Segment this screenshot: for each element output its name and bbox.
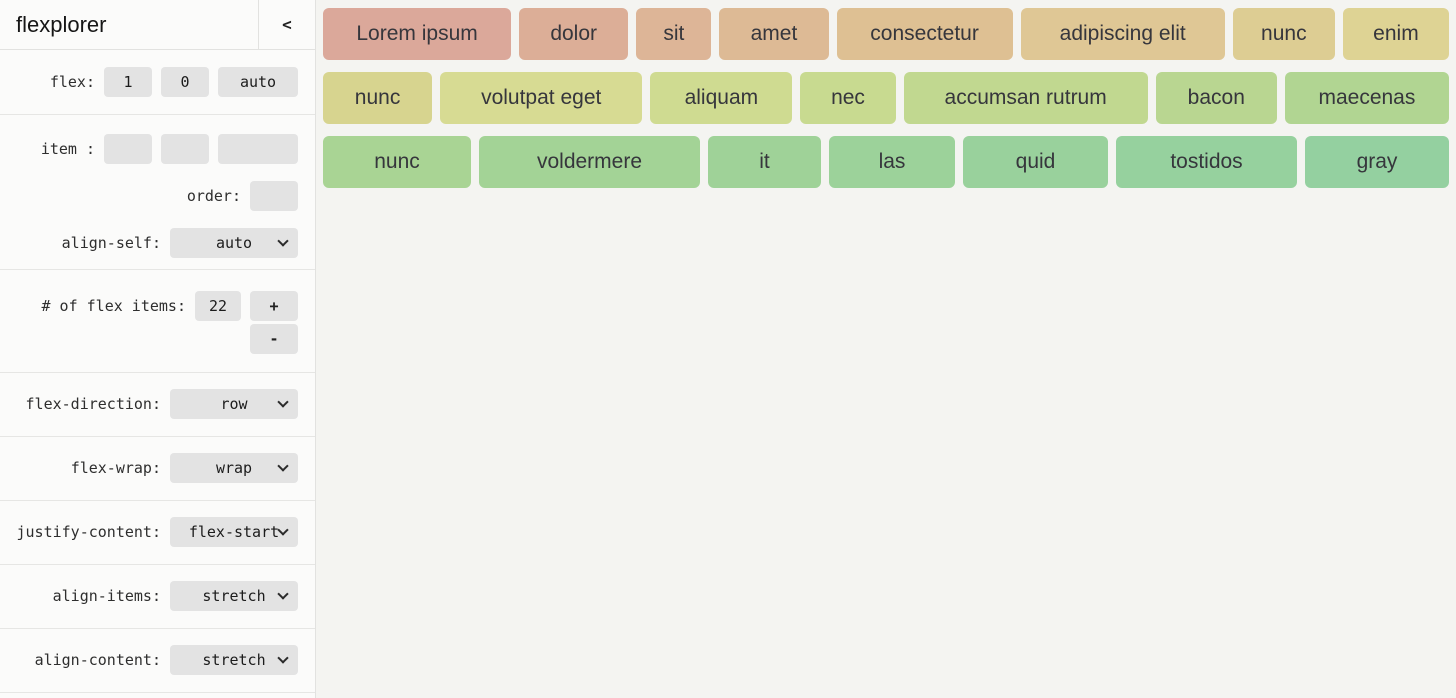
align-items-label: align-items: — [52, 587, 161, 605]
justify-content-value: flex-start — [188, 523, 280, 541]
align-content-select[interactable]: stretch — [170, 645, 298, 675]
flex-item[interactable]: voldermere — [479, 136, 700, 188]
flex-direction-value: row — [220, 395, 248, 413]
flex-item[interactable]: las — [829, 136, 955, 188]
flex-wrap-label: flex-wrap: — [70, 459, 161, 477]
align-self-label: align-self: — [61, 234, 161, 252]
flex-item[interactable]: aliquam — [650, 72, 793, 124]
align-self-value: auto — [215, 234, 253, 252]
flex-item[interactable]: nunc — [323, 136, 471, 188]
item-flex-grow-input[interactable] — [104, 134, 152, 164]
justify-content-label: justify-content: — [16, 523, 162, 541]
sidebar: flexplorer < flex: item : order: — [0, 0, 316, 698]
align-content-value: stretch — [202, 651, 266, 669]
flex-basis-input[interactable] — [218, 67, 298, 97]
order-label: order: — [186, 187, 241, 205]
chevron-down-icon — [277, 588, 289, 600]
flex-item[interactable]: consectetur — [836, 8, 1013, 60]
align-content-label: align-content: — [34, 651, 161, 669]
flex-section: flex: — [0, 50, 315, 115]
flex-direction-select[interactable]: row — [170, 389, 298, 419]
align-content-section: align-content: stretch — [0, 629, 315, 693]
chevron-down-icon — [277, 396, 289, 408]
flex-item[interactable]: volutpat eget — [440, 72, 643, 124]
flex-item[interactable]: adipiscing elit — [1020, 8, 1225, 60]
add-item-button[interactable]: + — [250, 291, 298, 321]
chevron-down-icon — [277, 235, 289, 247]
justify-content-select[interactable]: flex-start — [170, 517, 298, 547]
flex-item[interactable]: enim — [1342, 8, 1449, 60]
item-count-section: # of flex items: + - — [0, 270, 315, 373]
flex-label: flex: — [49, 73, 95, 91]
flex-item[interactable]: nunc — [1232, 8, 1335, 60]
align-items-select[interactable]: stretch — [170, 581, 298, 611]
flex-wrap-value: wrap — [215, 459, 253, 477]
flex-item[interactable]: bacon — [1155, 72, 1277, 124]
chevron-down-icon — [277, 460, 289, 472]
flex-item[interactable]: maecenas — [1284, 72, 1449, 124]
item-flex-shrink-input[interactable] — [161, 134, 209, 164]
justify-content-section: justify-content: flex-start — [0, 501, 315, 565]
flex-item[interactable]: tostidos — [1116, 136, 1297, 188]
flex-wrap-select[interactable]: wrap — [170, 453, 298, 483]
flex-item[interactable]: dolor — [519, 8, 629, 60]
flex-item[interactable]: nec — [800, 72, 896, 124]
sidebar-collapse-button[interactable]: < — [258, 0, 315, 49]
app-title: flexplorer — [16, 11, 107, 37]
flex-item[interactable]: it — [708, 136, 821, 188]
flex-item[interactable]: Lorem ipsum — [323, 8, 512, 60]
order-input[interactable] — [250, 181, 298, 211]
align-items-section: align-items: stretch — [0, 565, 315, 629]
align-self-select[interactable]: auto — [170, 228, 298, 258]
item-section: item : order: align-self: auto — [0, 115, 315, 270]
sidebar-header: flexplorer < — [0, 0, 315, 50]
flex-direction-label: flex-direction: — [25, 395, 161, 413]
item-count-input[interactable] — [195, 291, 241, 321]
flex-grow-input[interactable] — [104, 67, 152, 97]
flex-item[interactable]: accumsan rutrum — [903, 72, 1148, 124]
flex-direction-section: flex-direction: row — [0, 373, 315, 437]
flex-item[interactable]: quid — [963, 136, 1108, 188]
flex-wrap-section: flex-wrap: wrap — [0, 437, 315, 501]
flex-item[interactable]: gray — [1305, 136, 1449, 188]
flex-item[interactable]: nunc — [323, 72, 433, 124]
flex-item[interactable]: amet — [719, 8, 829, 60]
remove-item-button[interactable]: - — [250, 324, 298, 354]
flex-item[interactable]: sit — [636, 8, 712, 60]
chevron-down-icon — [277, 652, 289, 664]
flex-shrink-input[interactable] — [161, 67, 209, 97]
item-count-label: # of flex items: — [41, 297, 187, 315]
item-flex-basis-input[interactable] — [218, 134, 298, 164]
item-label: item : — [40, 140, 95, 158]
item-count-stepper: + - — [250, 291, 298, 354]
align-items-value: stretch — [202, 587, 266, 605]
